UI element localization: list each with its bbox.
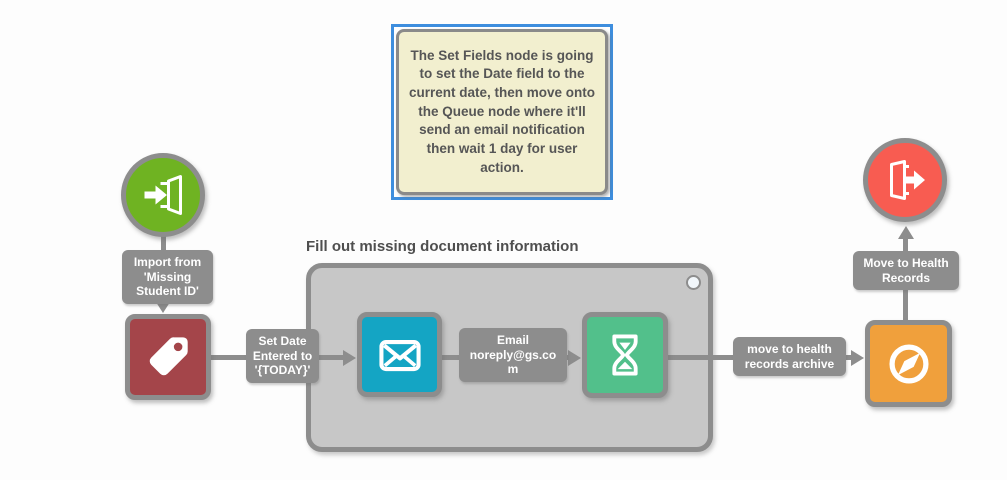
connector-move-to-end-lower bbox=[903, 290, 908, 321]
envelope-icon bbox=[373, 328, 427, 382]
label-email[interactable]: Email noreply@gs.co m bbox=[459, 328, 567, 382]
exit-door-icon bbox=[881, 156, 929, 204]
node-queue[interactable] bbox=[582, 312, 668, 398]
tag-icon bbox=[141, 330, 195, 384]
label-archive[interactable]: move to health records archive bbox=[733, 337, 846, 377]
connector-email-arrowhead bbox=[568, 350, 581, 366]
annotation-note-text: The Set Fields node is going to set the … bbox=[408, 47, 596, 175]
label-set-date[interactable]: Set Date Entered to '{TODAY}' bbox=[246, 329, 319, 383]
connector-move-arrowhead bbox=[898, 226, 914, 239]
node-set-fields[interactable] bbox=[125, 314, 211, 400]
annotation-note-body: The Set Fields node is going to set the … bbox=[396, 29, 608, 195]
node-move[interactable] bbox=[865, 320, 952, 407]
hourglass-icon bbox=[598, 328, 652, 382]
group-collapse-handle[interactable] bbox=[686, 275, 701, 290]
node-end[interactable] bbox=[863, 138, 947, 222]
annotation-note[interactable]: The Set Fields node is going to set the … bbox=[391, 24, 613, 200]
import-door-icon bbox=[139, 171, 187, 219]
connector-move-to-end-upper bbox=[903, 238, 908, 253]
label-move-to-health[interactable]: Move to Health Records bbox=[853, 251, 959, 291]
connector-queue-arrowhead bbox=[851, 350, 864, 366]
node-email[interactable] bbox=[357, 312, 442, 397]
node-start[interactable] bbox=[121, 153, 205, 237]
group-title: Fill out missing document information bbox=[306, 238, 579, 255]
connector-start-to-setfields bbox=[161, 235, 166, 252]
label-import-from[interactable]: Import from 'Missing Student ID' bbox=[122, 250, 213, 304]
compass-icon bbox=[881, 336, 937, 392]
connector-setfields-arrowhead bbox=[343, 350, 356, 366]
